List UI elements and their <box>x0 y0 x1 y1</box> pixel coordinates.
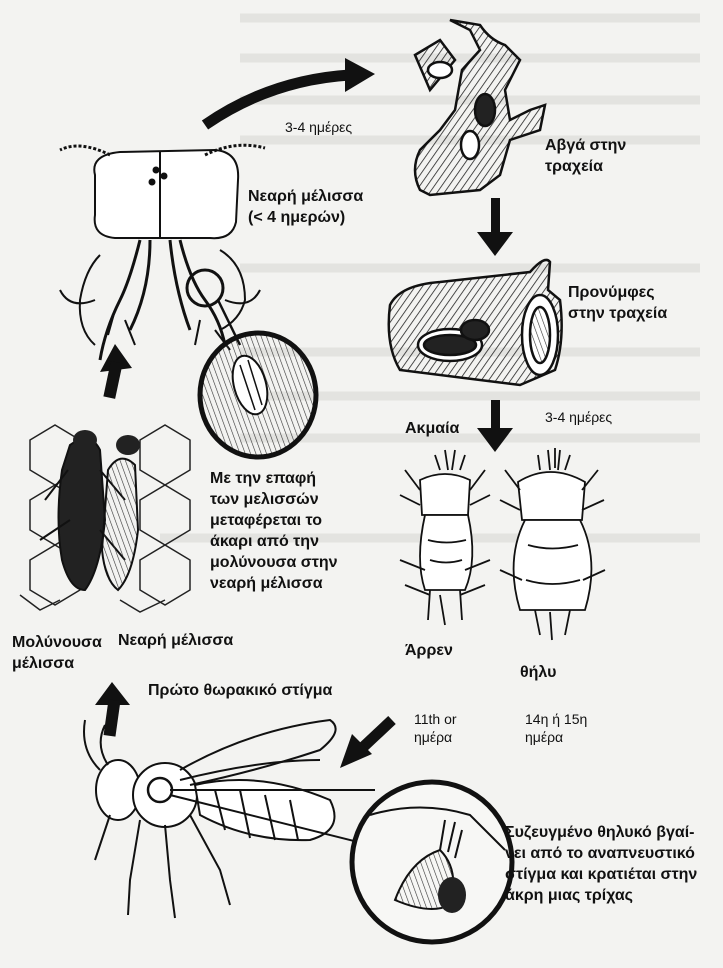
arrow-to-adults <box>477 400 513 452</box>
honeycomb-bees-illustration <box>20 425 190 612</box>
male-day-label: 11th or ημέρα <box>414 710 457 746</box>
adults-label: Ακμαία <box>405 418 459 439</box>
arrow-to-young-bee <box>100 344 132 399</box>
male-label: Άρρεν <box>405 640 453 661</box>
trachea-larvae-illustration <box>389 260 562 385</box>
female-mite-illustration <box>500 448 605 640</box>
adult-bee-illustration <box>84 720 390 918</box>
young-bee-head-illustration <box>60 145 265 360</box>
larvae-label: Προνύμφες στην τραχεία <box>568 282 667 324</box>
trachea-eggs-illustration <box>415 20 545 195</box>
spiracle-label: Πρώτο θωρακικό στίγμα <box>148 680 332 701</box>
young-bee-label-2: Νεαρή μέλισσα <box>118 630 233 651</box>
female-emerges-description: Συζευγμένο θηλυκό βγαί- νει από το αναπν… <box>505 822 697 906</box>
eggs-in-trachea-label: Αβγά στην τραχεία <box>545 135 626 177</box>
young-bee-label: Νεαρή μέλισσα (< 4 ημερών) <box>248 186 363 228</box>
magnified-spiracle-circle <box>352 782 512 942</box>
arrow-to-eggs <box>205 58 375 125</box>
arrow-to-infected-bee <box>95 682 130 737</box>
infected-bee-label: Μολύνουσα μέλισσα <box>12 632 102 674</box>
transfer-description: Με την επαφή των μελισσών μεταφέρεται το… <box>210 468 338 594</box>
female-label: θήλυ <box>520 662 556 683</box>
arrow-to-larvae <box>477 198 513 256</box>
arrow-to-adult-bee <box>340 720 392 768</box>
days-label-eggs: 3-4 ημέρες <box>285 118 352 136</box>
days-label-adults: 3-4 ημέρες <box>545 408 612 426</box>
female-day-label: 14η ή 15η ημέρα <box>525 710 587 746</box>
